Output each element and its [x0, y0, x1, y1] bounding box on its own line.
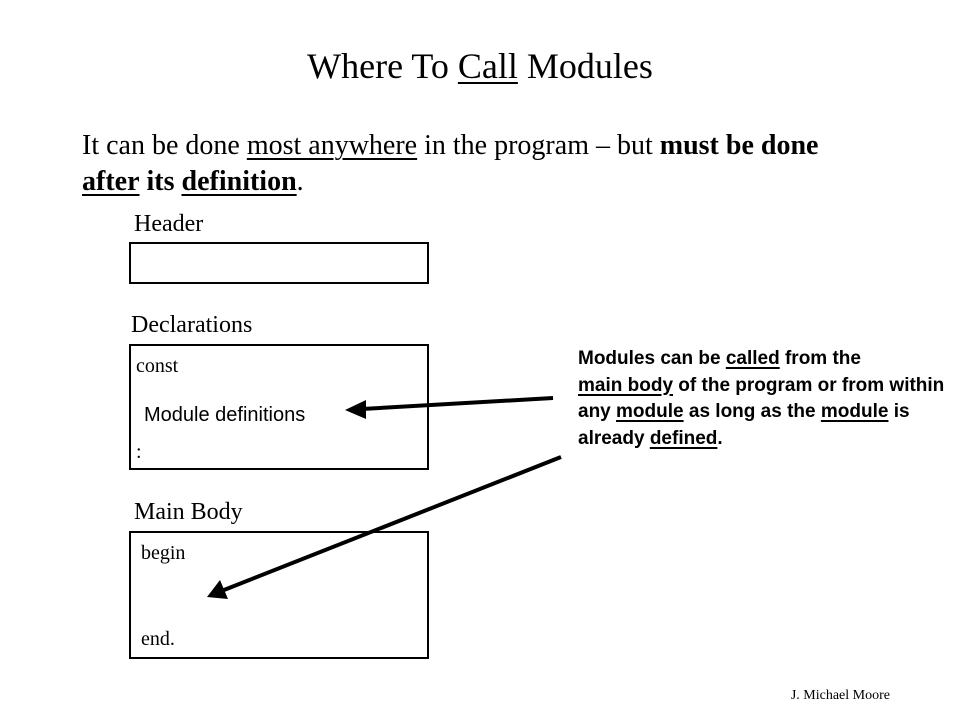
declarations-ellipsis: :	[136, 441, 142, 463]
intro-bold-underlined: after	[82, 166, 140, 197]
callout-part: from the	[784, 348, 861, 369]
intro-period: .	[296, 166, 304, 197]
header-label: Header	[134, 211, 204, 237]
callout-underlined: called	[725, 348, 780, 369]
author-credit: J. Michael Moore	[790, 688, 890, 703]
intro-bold: its	[146, 166, 175, 197]
main-body-end: end.	[141, 628, 175, 650]
callout-part: as long as the	[688, 401, 816, 422]
callout-period: .	[717, 427, 723, 449]
main-body-begin: begin	[141, 542, 186, 564]
main-body-box: begin end.	[129, 531, 429, 659]
intro-text: in the program – but	[424, 130, 653, 161]
callout-part: Modules can be	[578, 348, 721, 369]
intro-bold-underlined: definition	[181, 166, 297, 197]
callout-underlined: main body	[578, 374, 674, 396]
title-underlined-word: Call	[457, 46, 518, 86]
declarations-label: Declarations	[131, 312, 253, 338]
callout-part: is already	[578, 401, 910, 449]
declarations-const: const	[136, 355, 179, 377]
module-definitions-text: Module definitions	[144, 404, 306, 426]
declarations-box: const Module definitions :	[129, 344, 429, 470]
intro-paragraph: It can be done most anywhere in the prog…	[82, 128, 882, 200]
callout-part: of the program or from within any	[578, 374, 945, 423]
header-box	[129, 242, 429, 284]
callout-underlined: module	[820, 401, 889, 422]
intro-bold: must be done	[659, 130, 819, 161]
callout-text: Modules can be called from the main body…	[578, 346, 948, 452]
title-text-end: Modules	[526, 46, 653, 86]
main-body-label: Main Body	[134, 499, 243, 525]
callout-underlined: defined	[649, 427, 718, 449]
callout-underlined: module	[616, 401, 684, 422]
intro-underlined: most anywhere	[246, 130, 418, 161]
title-text: Where To	[307, 46, 449, 86]
slide-title: Where To Call Modules	[0, 44, 960, 88]
intro-text: It can be done	[82, 130, 240, 161]
